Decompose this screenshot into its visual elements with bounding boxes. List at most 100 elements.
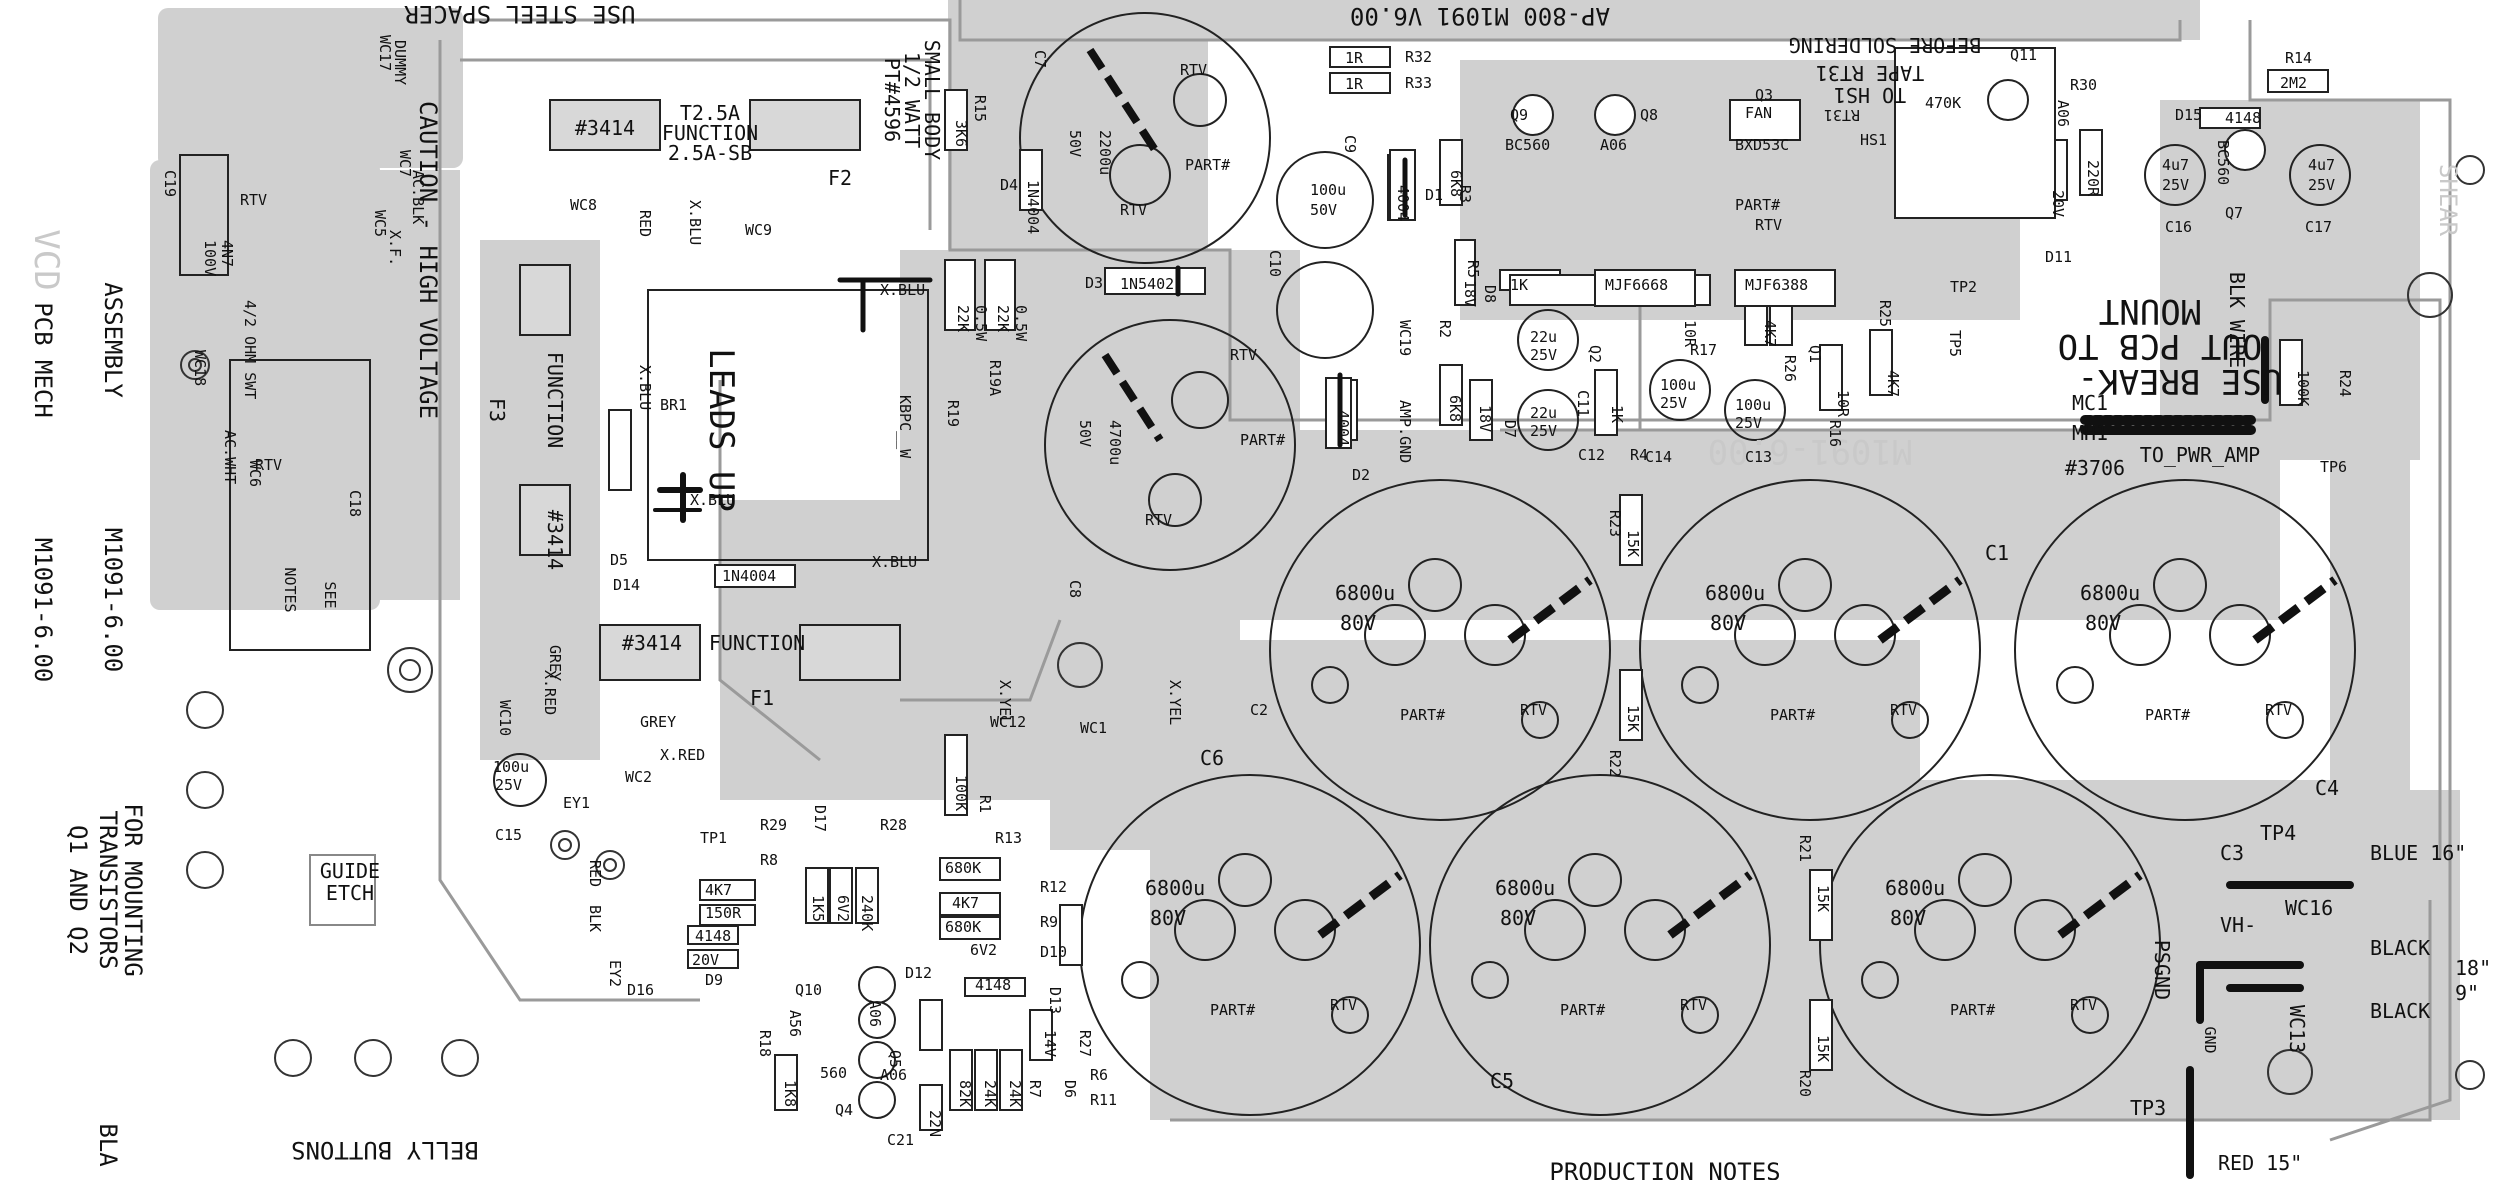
label-c11v: 22u [1530,404,1557,422]
label-wc10: WC10 [496,700,514,736]
label-d14: D14 [613,576,640,594]
label-c8: C8 [1066,580,1084,598]
tp3-label: TP3 [2130,1096,2166,1120]
label-d4148: 4148 [695,927,731,945]
label-r1r: 1R [1345,49,1364,67]
capacitor-polarity-mark [2252,576,2338,644]
bla-label: BLA [94,1123,122,1167]
label-tp5: TP5 [1946,330,1964,357]
capacitor-body-ring [1624,899,1686,961]
label-q1: Q1 [1806,345,1824,363]
label-r32: R32 [1405,48,1432,66]
capacitor-rtv-label: RTV [2265,701,2292,719]
mc1-label: MC1 [2072,391,2108,415]
label-c12: C12 [1578,446,1605,464]
label-c9: C9 [1341,135,1359,153]
label-c11vv: 25V [1530,422,1557,440]
blk-wire-note: BLK WIRE [2225,272,2249,368]
label-r23: R23 [1606,510,1624,537]
label-r14: R14 [2285,49,2312,67]
wc13-label: WC13 [2285,1005,2309,1053]
label-c11v: 22u [1530,328,1557,346]
label-r82k: 82K [956,1080,974,1107]
label-r30: R30 [2070,76,2097,94]
capacitor-body-ring [1521,701,1559,739]
label-hs1: HS1 [1860,131,1887,149]
part-3706: #3706 [2065,456,2125,480]
capacitor-polarity-mark [1667,871,1753,939]
label-r11: R11 [1090,1091,1117,1109]
label-d11v: 20V [2049,190,2067,217]
label-r4k7: 4K7 [952,894,979,912]
label-r05w: 0.5W [1012,305,1030,342]
before-soldering-3: TO HS1 [1834,83,1906,107]
label-r15v: 3K6 [952,120,970,147]
label-d1: D1 [1425,186,1443,204]
capacitor-body-ring [1274,899,1336,961]
label-d2: D2 [1352,466,1370,484]
label-d3: D3 [1085,274,1103,292]
gnd-label: GND [2201,1026,2219,1053]
label-acblk: AC.BLK [409,170,427,224]
capacitor-body-ring [1331,996,1369,1034]
label-r680k: 680K [945,918,981,936]
capacitor-body-ring [2209,604,2271,666]
before-soldering-1: BEFORE SOLDERING [1789,33,1982,57]
label-ey2: EY2 [606,960,624,987]
label-r19: R19 [944,400,962,427]
label-d10: D10 [1040,943,1067,961]
label-wc18: WC18 [191,350,209,386]
label-r4k7: 4K7 [1761,320,1779,347]
label-ampgnd: AMP.GND [1396,400,1414,463]
capacitor-body-ring [1408,558,1462,612]
mounting-note-2: TRANSISTORS [94,811,122,970]
capacitor-value: 6800u [2080,581,2140,605]
label-q3: Q3 [1755,86,1773,104]
notes-box-see: SEE [321,581,339,608]
notes-box-notes: NOTES [281,567,299,612]
wire-black: BLACK [2370,936,2430,960]
label-d4v: 1N4004 [1024,180,1042,234]
label-rtv: RTV [1180,61,1207,79]
capacitor-value: 6800u [1145,876,1205,900]
label-rtv: RTV [1755,216,1782,234]
label-d4148: 4148 [975,976,1011,994]
capacitor-body-ring [1639,479,1981,821]
label-wc9: WC9 [745,221,772,239]
label-rt31: RT31 [1824,106,1860,124]
capacitor-voltage: 80V [1890,906,1926,930]
capacitor-body-ring [2071,996,2109,1034]
label-q3v: BXD53C [1735,136,1789,154]
bottom-banner: PRODUCTION NOTES [1549,1158,1780,1180]
label-r1k5: 1K5 [809,895,827,922]
label-r15k: 15K [1814,1035,1832,1062]
label-r1k: 1K [1608,405,1626,423]
label-r1r: 1R [1345,75,1364,93]
label-c14: C14 [1645,448,1672,466]
capacitor-body-ring [2056,666,2094,704]
caution-text: CAUTION - HIGH VOLTAGE [414,101,442,419]
capacitor-body-ring [1568,853,1622,907]
capacitor-polarity-mark [1507,576,1593,644]
label-c14v: 100u [1660,376,1696,394]
label-d12: D12 [905,964,932,982]
breakout-1: USE BREAK- [2078,361,2283,401]
label-r7: R7 [1026,1080,1044,1098]
capacitor-part-label: PART# [1560,1001,1605,1019]
capacitor-designator: C6 [1200,746,1224,770]
label-r9: R9 [1040,913,1058,931]
label-r6v2: 6V2 [834,895,852,922]
label-q4: Q4 [835,1101,853,1119]
label-r13: R13 [995,829,1022,847]
capacitor-body-ring [1174,899,1236,961]
label-c10: C10 [1266,250,1284,277]
capacitor-designator: C3 [2220,841,2244,865]
capacitor-rtv-label: RTV [1330,996,1357,1014]
label-wc19: WC19 [1396,320,1414,356]
capacitor-body-ring [1121,961,1159,999]
label-tp1: TP1 [700,829,727,847]
